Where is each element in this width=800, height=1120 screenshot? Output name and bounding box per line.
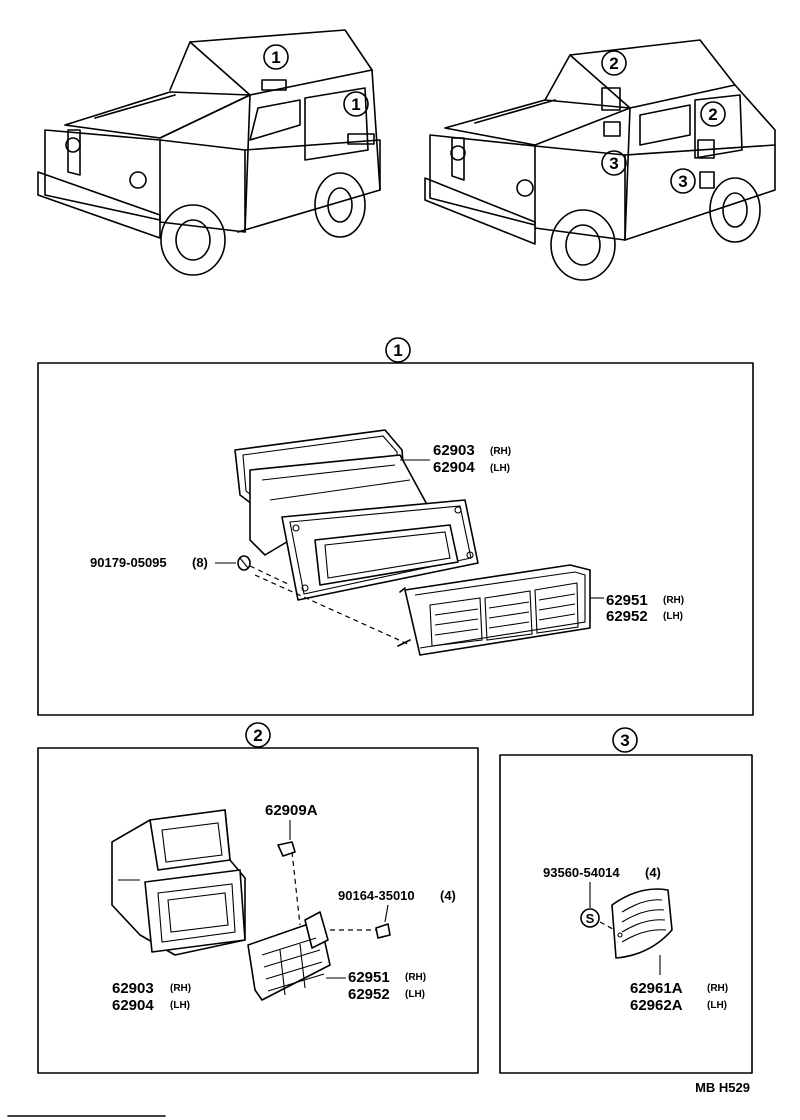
section2-grille-rh-tag: (RH): [405, 972, 426, 983]
section1-grille-lh-number: 62952: [606, 608, 648, 625]
section1-duct-lh-tag: (LH): [490, 463, 510, 474]
vehicle-right-callout-3b: 3: [670, 168, 696, 194]
duct-assembly-section-2: [111, 809, 246, 956]
section3-louver-lh-number: 62962A: [630, 997, 683, 1014]
section1-duct-rh-tag: (RH): [490, 446, 511, 457]
clip-90179-05095: [237, 555, 411, 646]
figure-code: MB H529: [695, 1080, 750, 1095]
svg-text:1: 1: [393, 341, 402, 360]
section1-grille-rh-number: 62951: [606, 592, 648, 609]
svg-text:S: S: [586, 911, 595, 926]
section1-grille-lh-tag: (LH): [663, 611, 683, 622]
vehicle-right-callout-3a: 3: [601, 150, 627, 176]
section2-duct-lh-number: 62904: [112, 997, 154, 1014]
vehicle-right-callout-2b: 2: [700, 101, 726, 127]
svg-text:1: 1: [271, 48, 280, 67]
section1-grille-rh-tag: (RH): [663, 595, 684, 606]
damper-62909a: [277, 820, 301, 926]
section2-duct-lh-tag: (LH): [170, 1000, 190, 1011]
vehicle-left-callout-1a: 1: [263, 44, 289, 70]
section-1-header: 1: [385, 337, 411, 363]
section2-grille-lh-number: 62952: [348, 986, 390, 1003]
section-2-header: 2: [245, 722, 271, 748]
section1-duct-rh-number: 62903: [433, 442, 475, 459]
section3-louver-lh-tag: (LH): [707, 1000, 727, 1011]
grille-section-2: [247, 911, 331, 1001]
vehicle-illustration-right: [424, 39, 776, 281]
svg-text:3: 3: [620, 731, 629, 750]
duct-assembly-section-1: [234, 429, 479, 601]
section3-screw-number: 93560-54014: [543, 865, 620, 880]
svg-text:1: 1: [351, 95, 360, 114]
svg-text:2: 2: [253, 726, 262, 745]
svg-text:2: 2: [609, 54, 618, 73]
vehicle-left-callout-1b: 1: [343, 91, 369, 117]
section2-damper-number: 62909A: [265, 802, 318, 819]
section1-clip-qty: (8): [192, 555, 208, 570]
section2-screw-number: 90164-35010: [338, 888, 415, 903]
section2-duct-rh-tag: (RH): [170, 983, 191, 994]
vehicle-right-callout-2a: 2: [601, 50, 627, 76]
louver-section-3: [611, 888, 673, 959]
section1-clip-number: 90179-05095: [90, 555, 167, 570]
screw-90164-35010: [330, 904, 391, 939]
section-2-frame: [37, 747, 479, 1074]
section3-screw-qty: (4): [645, 865, 661, 880]
section-1-frame: [37, 362, 754, 716]
section-3-frame: [499, 754, 753, 1074]
section2-grille-rh-number: 62951: [348, 969, 390, 986]
section3-louver-rh-number: 62961A: [630, 980, 683, 997]
vehicle-illustration-left: [37, 29, 381, 276]
section-3-header: 3: [612, 727, 638, 753]
section2-screw-qty: (4): [440, 888, 456, 903]
grille-section-1: [397, 564, 591, 656]
section2-duct-rh-number: 62903: [112, 980, 154, 997]
svg-text:2: 2: [708, 105, 717, 124]
section3-louver-rh-tag: (RH): [707, 983, 728, 994]
section2-grille-lh-tag: (LH): [405, 989, 425, 1000]
section1-duct-lh-number: 62904: [433, 459, 475, 476]
svg-text:3: 3: [678, 172, 687, 191]
svg-text:3: 3: [609, 154, 618, 173]
